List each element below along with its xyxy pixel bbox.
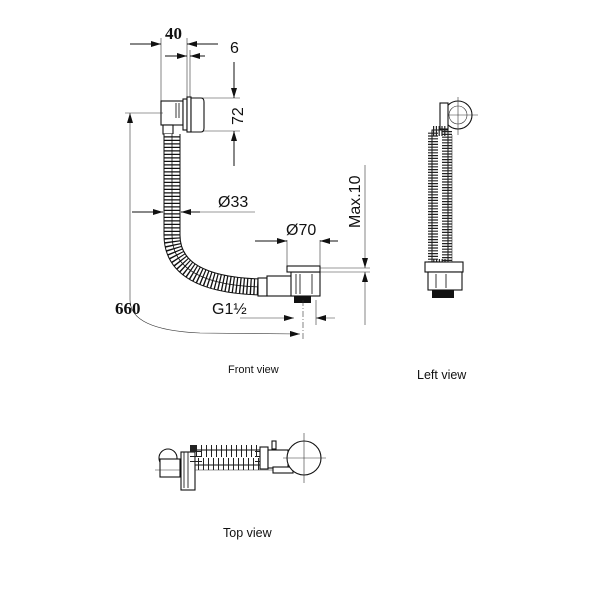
front-view: 40 6 72: [115, 24, 370, 376]
dimension-thread: G1½: [212, 301, 335, 321]
top-view: Top view: [155, 433, 326, 540]
dimension-max-10: Max.10: [347, 165, 368, 325]
waste-drain: [257, 240, 370, 340]
left-view: Left view: [417, 97, 478, 382]
dimension-label: 6: [230, 40, 239, 57]
front-view-caption: Front view: [228, 364, 279, 376]
dimension-label: Ø33: [218, 194, 248, 211]
dimension-40: 40: [130, 24, 218, 47]
dimension-label: 72: [230, 107, 247, 125]
dimension-diameter-70: Ø70: [255, 222, 338, 244]
dimension-label: 660: [115, 299, 141, 318]
dimension-label: 40: [165, 24, 182, 43]
dimension-label: Max.10: [347, 175, 364, 228]
dimension-diameter-33: Ø33: [132, 194, 255, 215]
top-view-caption: Top view: [223, 526, 273, 540]
dimension-label: Ø70: [286, 222, 316, 239]
flexible-hose: [163, 134, 263, 296]
dimension-label: G1½: [212, 301, 247, 318]
left-view-caption: Left view: [417, 368, 467, 382]
dimension-6: 6: [165, 40, 239, 59]
dimension-660: 660: [115, 112, 301, 337]
dimension-72: 72: [200, 62, 247, 166]
overflow-valve: [160, 96, 205, 135]
